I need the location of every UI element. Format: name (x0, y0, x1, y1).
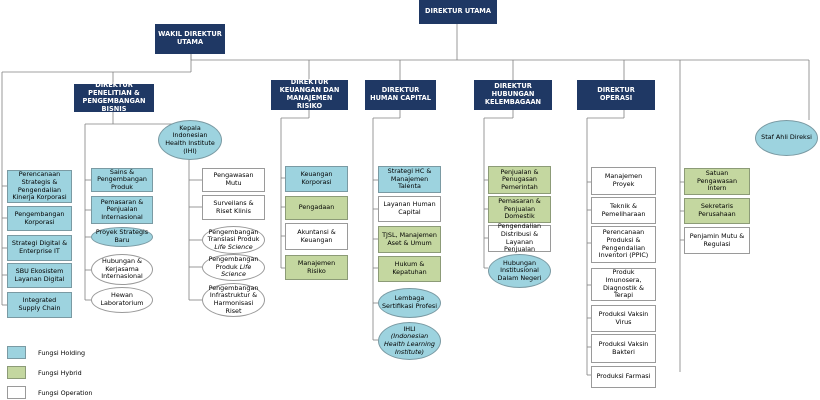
unit-pengawasan-mutu: Pengawasan Mutu (202, 168, 265, 192)
unit-pengembangan-korporasi: Pengembangan Korporasi (7, 206, 72, 231)
produk-label: Pengembangan Produk (208, 255, 259, 271)
unit-strategi-hc: Strategi HC & Manajemen Talenta (378, 166, 441, 193)
unit-strategi-digital: Strategi Digital & Enterprise IT (7, 235, 72, 261)
unit-manajemen-proyek: Manajemen Proyek (591, 167, 656, 195)
direktur-hubungan-box: DIREKTUR HUBUNGAN KELEMBAGAAN (474, 80, 552, 110)
unit-proyek-strategis: Proyek Strategis Baru (91, 227, 153, 247)
unit-perencanaan-strategis: Perencanaan Strategis & Pengendalian Kin… (7, 170, 72, 203)
unit-sbu-ekosistem: SBU Ekosistem Layanan Digital (7, 263, 72, 288)
legend-operation-swatch (7, 386, 26, 399)
unit-lembaga-sertifikasi: Lembaga Sertifikasi Profesi (378, 288, 441, 318)
unit-hukum-kepatuhan: Hukum & Kepatuhan (378, 256, 441, 282)
unit-produksi-vaksin-bakteri: Produksi Vaksin Bakteri (591, 334, 656, 363)
unit-teknik-pemeliharaan: Teknik & Pemeliharaan (591, 197, 656, 224)
unit-akuntansi-keuangan: Akuntansi & Keuangan (285, 223, 348, 250)
unit-penjamin-mutu: Penjamin Mutu & Regulasi (684, 227, 750, 254)
legend-holding-label: Fungsi Holding (38, 348, 86, 357)
unit-integrated-supply-chain: Integrated Supply Chain (7, 292, 72, 318)
unit-tjsl: TJSL, Manajemen Aset & Umum (378, 226, 441, 253)
kepala-ihi-node: Kepala Indonesian Health Institute (IHI) (158, 120, 222, 160)
ihli-italic-label: (Indonesian Health Learning Institute) (384, 332, 435, 356)
unit-hubungan-kerjasama: Hubungan & Kerjasama Internasional (91, 254, 153, 285)
unit-sains-pengembangan: Sains & Pengembangan Produk (91, 168, 153, 192)
legend-hybrid-label: Fungsi Hybrid (38, 368, 82, 377)
unit-produk-imunosera: Produk Imunosera, Diagnostik & Terapi (591, 268, 656, 301)
unit-penjualan-penugasan: Penjualan & Penugasan Pemerintah (488, 166, 551, 194)
unit-ppic: Perencanaan Produksi & Pengendalian Inve… (591, 226, 656, 263)
legend-holding-swatch (7, 346, 26, 359)
legend-hybrid-swatch (7, 366, 26, 379)
unit-layanan-human-capital: Layanan Human Capital (378, 196, 441, 222)
direktur-keuangan-box: DIREKTUR KEUANGAN DAN MANAJEMEN RISIKO (271, 79, 348, 110)
staf-ahli-direksi-node: Staf Ahli Direksi (755, 120, 818, 156)
unit-manajemen-risiko: Manajemen Risiko (285, 255, 348, 280)
wakil-direktur-utama-box: WAKIL DIREKTUR UTAMA (155, 24, 225, 54)
unit-pengadaan: Pengadaan (285, 196, 348, 220)
unit-hubungan-institusional: Hubungan Institusional Dalam Negeri (488, 254, 551, 288)
translasi-label: Pengembangan Translasi Produk (207, 227, 260, 244)
ihli-label: IHLI (403, 324, 416, 333)
unit-surveilans-riset: Surveilans & Riset Klinis (202, 195, 265, 220)
unit-ihli: IHLI(Indonesian Health Learning Institut… (378, 322, 441, 360)
unit-pengembangan-produk: Pengembangan Produk Life Science (202, 254, 265, 281)
unit-produksi-farmasi: Produksi Farmasi (591, 366, 656, 388)
unit-pemasaran-domestik: Pemasaran & Penjualan Domestik (488, 196, 551, 223)
unit-keuangan-korporasi: Keuangan Korporasi (285, 166, 348, 192)
legend-operation-label: Fungsi Operation (38, 388, 93, 397)
direktur-hc-box: DIREKTUR HUMAN CAPITAL (365, 80, 436, 110)
unit-satuan-pengawasan-intern: Satuan Pengawasan Intern (684, 168, 750, 195)
unit-pengendalian-distribusi: Pengendalian Distribusi & Layanan Penjua… (488, 223, 551, 253)
produk-italic-label: Life Science (221, 262, 252, 279)
translasi-italic-label: Life Science (214, 242, 253, 251)
unit-pengembangan-translasi: Pengembangan Translasi Produk Life Scien… (202, 226, 265, 254)
unit-pemasaran-internasional: Pemasaran & Penjualan Internasional (91, 196, 153, 224)
direktur-penelitian-box: DIREKTUR PENELITIAN & PENGEMBANGAN BISNI… (74, 82, 154, 113)
unit-sekretaris-perusahaan: Sekretaris Perusahaan (684, 198, 750, 224)
unit-pengembangan-infrastruktur: Pengembangan Infrastruktur & Harmonisasi… (202, 283, 265, 317)
unit-hewan-laboratorium: Hewan Laboratorium (91, 287, 153, 313)
unit-produksi-vaksin-virus: Produksi Vaksin Virus (591, 305, 656, 332)
direktur-operasi-box: DIREKTUR OPERASI (577, 80, 655, 110)
direktur-utama-box: DIREKTUR UTAMA (419, 0, 497, 24)
